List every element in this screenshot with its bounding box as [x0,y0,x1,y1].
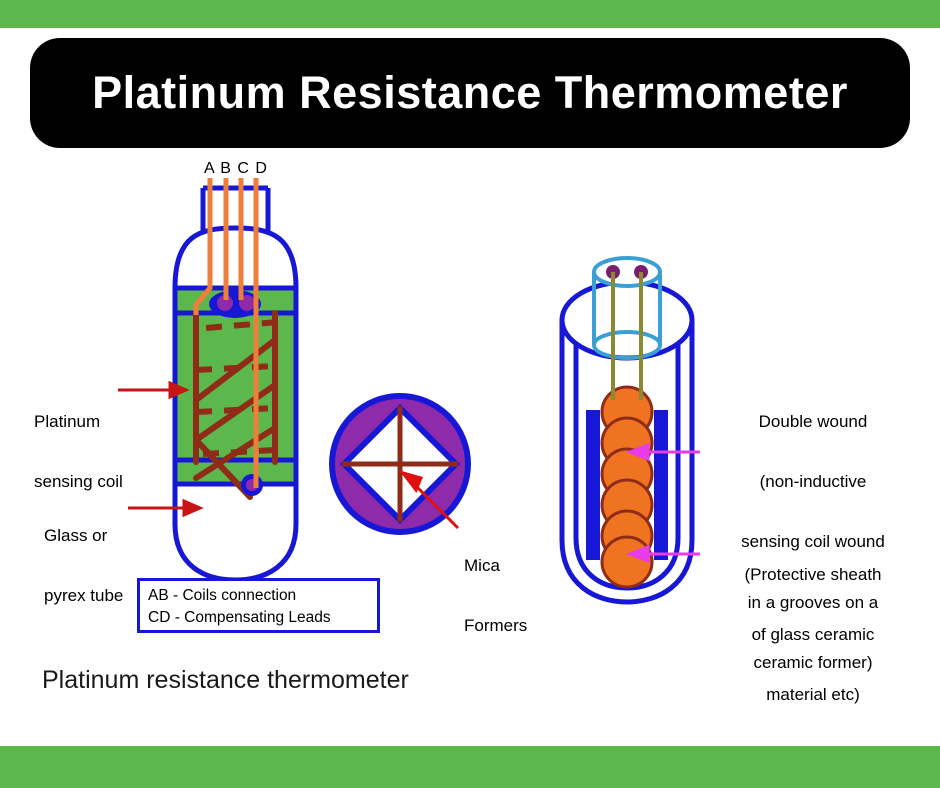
label-line: material etc) [766,685,860,705]
left-thermometer-group [172,178,299,583]
terminal-cyl-walls [592,272,662,345]
label-line: Mica [464,556,500,576]
label-line: of glass ceramic [751,625,875,645]
arrow-head-mica [399,470,424,493]
label-line: Platinum [34,412,101,432]
right-element-group [559,256,700,605]
coil-lower-terminal [241,474,263,496]
terminal-cyl-bottom [592,330,662,360]
lead-labels-abcd: A B C D [204,160,268,177]
coil-upper-terminal [209,290,261,318]
coil-back-2 [195,363,276,373]
label-platinum-sensing-coil: Platinum sensing coil [34,372,123,532]
tube-white-lower-section [175,484,296,524]
bottom-green-band [0,746,940,788]
top-green-band [0,0,940,28]
coil-return-stroke [193,437,253,500]
arrow-head-sheath [625,544,650,564]
label-line: Formers [464,616,528,636]
spacer-bar-right [654,410,668,560]
coil-back-3 [195,405,276,415]
right-arrows [625,442,700,564]
label-line: sensing coil wound [741,532,885,552]
arrow-head-double-wound [625,442,650,462]
label-line: (non-inductive [759,472,867,492]
mica-arrow [399,470,460,530]
label-glass-or-pyrex-tube: Glass or pyrex tube [44,486,123,646]
sheath-top-opening [559,279,695,361]
legend-line: CD - Compensating Leads [148,609,331,627]
label-line: sensing coil [34,472,123,492]
figure-caption: Platinum resistance thermometer [42,666,409,694]
label-mica-formers: Mica Formers [464,516,527,676]
lead-wires [193,178,259,488]
coil-bead-6 [600,535,654,589]
label-double-wound-coil: Double wound (non-inductive sensing coil… [700,372,926,713]
left-arrows [118,380,204,518]
lead-wire-A [193,178,213,315]
label-line: (Protective sheath [744,565,882,585]
title-banner: Platinum Resistance Thermometer [30,38,910,148]
olive-leads [611,272,643,400]
tube-bottom-round [172,523,299,583]
arrow-head-platinum [168,380,190,400]
spacer-bar-left [586,410,600,560]
label-line: pyrex tube [44,586,124,606]
coil-back-1 [205,319,279,331]
label-line: in a grooves on a [747,592,879,612]
arrow-head-glass [182,498,204,518]
legend-line: AB - Coils connection [148,587,297,604]
page-title: Platinum Resistance Thermometer [92,67,848,118]
label-protective-sheath: (Protective sheath of glass ceramic mate… [700,525,926,746]
lead-legend-box: AB - Coils connection CD - Compensating … [137,578,380,633]
tube-shoulder-dome [172,225,299,289]
terminal-cyl-top [592,256,662,288]
coil-back-4 [202,447,276,457]
label-line: Double wound [758,412,868,432]
mica-former-group [329,393,471,535]
label-line: Glass or [44,526,108,546]
terminal-cylinder [592,256,662,360]
platinum-coil-back-windings [195,319,279,457]
label-line: ceramic former) [753,652,873,672]
coil-beads [600,385,654,589]
